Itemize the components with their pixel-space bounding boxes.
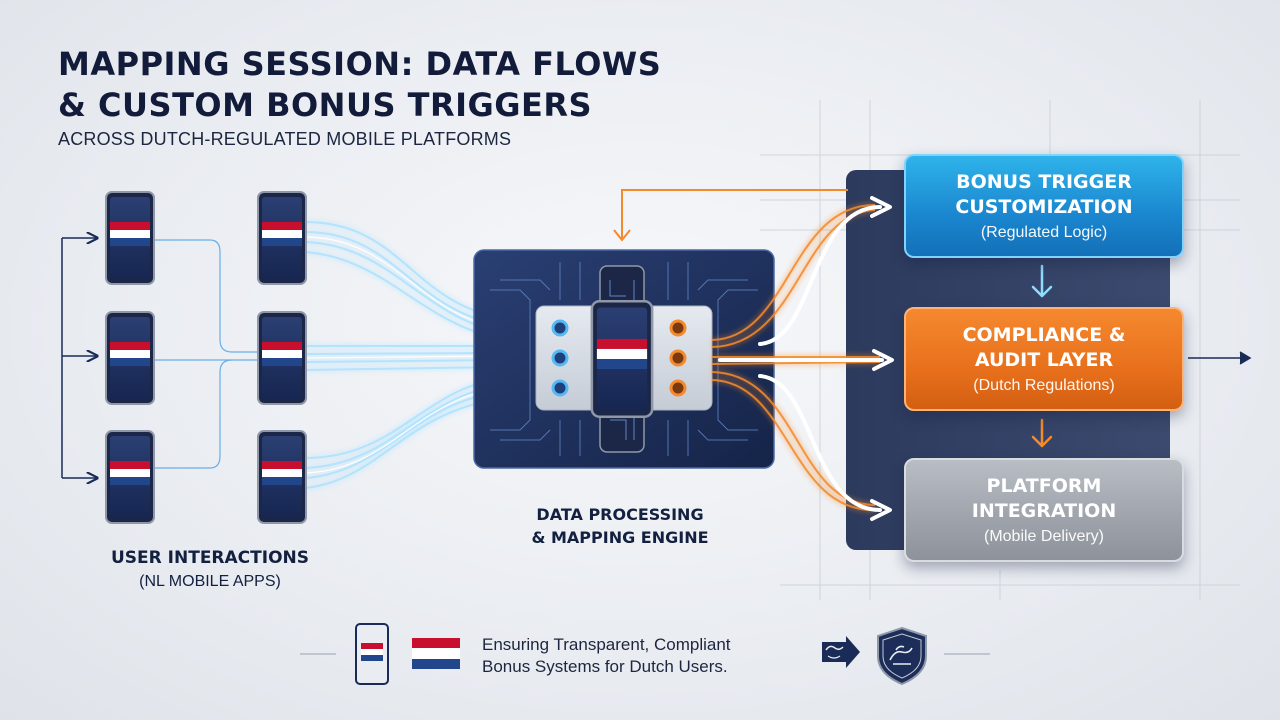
compliance-subtitle: (Dutch Regulations) [973, 377, 1115, 394]
bonus-title-line-2: CUSTOMIZATION [955, 196, 1133, 218]
platform-integration-box: PLATFORM INTEGRATION (Mobile Delivery) [904, 458, 1184, 562]
platform-title-line-2: INTEGRATION [971, 500, 1117, 522]
bonus-trigger-box: BONUS TRIGGER CUSTOMIZATION (Regulated L… [904, 154, 1184, 258]
title-line-2: & CUSTOM BONUS TRIGGERS [58, 86, 593, 124]
user-phone-3 [104, 311, 156, 405]
title-line-1: MAPPING SESSION: DATA FLOWS [58, 45, 662, 83]
platform-subtitle: (Mobile Delivery) [983, 528, 1105, 545]
user-interactions-title: USER INTERACTIONS [111, 548, 309, 568]
input-bracket [61, 238, 96, 478]
box-connectors [1031, 264, 1053, 448]
footer-line-2: Bonus Systems for Dutch Users. [482, 657, 728, 676]
exit-arrow [1188, 351, 1252, 365]
bonus-title-line-1: BONUS TRIGGER [956, 171, 1132, 193]
engine-label: DATA PROCESSING & MAPPING ENGINE [490, 503, 750, 549]
page-subtitle: ACROSS DUTCH-REGULATED MOBILE PLATFORMS [58, 129, 512, 149]
compliance-title-line-1: COMPLIANCE & [962, 324, 1126, 346]
processing-engine [473, 249, 775, 469]
footer-message: Ensuring Transparent, Compliant Bonus Sy… [482, 634, 812, 678]
user-phone-4 [256, 311, 308, 405]
user-interactions-subtitle: (NL MOBILE APPS) [139, 573, 281, 590]
netherlands-flag-icon [412, 638, 460, 669]
bonus-subtitle: (Regulated Logic) [980, 224, 1108, 241]
feedback-arrow [613, 189, 848, 242]
user-interactions-label: USER INTERACTIONS (NL MOBILE APPS) [80, 546, 340, 594]
phone-connectors [155, 239, 258, 469]
shield-crest-icon [877, 626, 927, 686]
footer-line-1: Ensuring Transparent, Compliant [482, 635, 731, 654]
user-phone-6 [256, 430, 308, 524]
engine-label-line-1: DATA PROCESSING [536, 505, 704, 524]
engine-label-line-2: & MAPPING ENGINE [531, 528, 709, 547]
footer-smartphone-icon [355, 623, 389, 685]
user-devices [104, 191, 308, 524]
compliance-title-line-2: AUDIT LAYER [974, 349, 1114, 371]
platform-title-line-1: PLATFORM [986, 475, 1102, 497]
lion-arrow-icon [822, 636, 860, 668]
user-phone-2 [256, 191, 308, 285]
output-arrows [718, 196, 894, 521]
user-phone-1 [104, 191, 156, 285]
user-phone-5 [104, 430, 156, 524]
input-data-flows [304, 221, 501, 489]
footer-graphics [300, 623, 990, 686]
input-data-flow-highlights [304, 236, 501, 474]
compliance-box: COMPLIANCE & AUDIT LAYER (Dutch Regulati… [904, 307, 1184, 411]
page-title: MAPPING SESSION: DATA FLOWS & CUSTOM BON… [58, 44, 661, 126]
